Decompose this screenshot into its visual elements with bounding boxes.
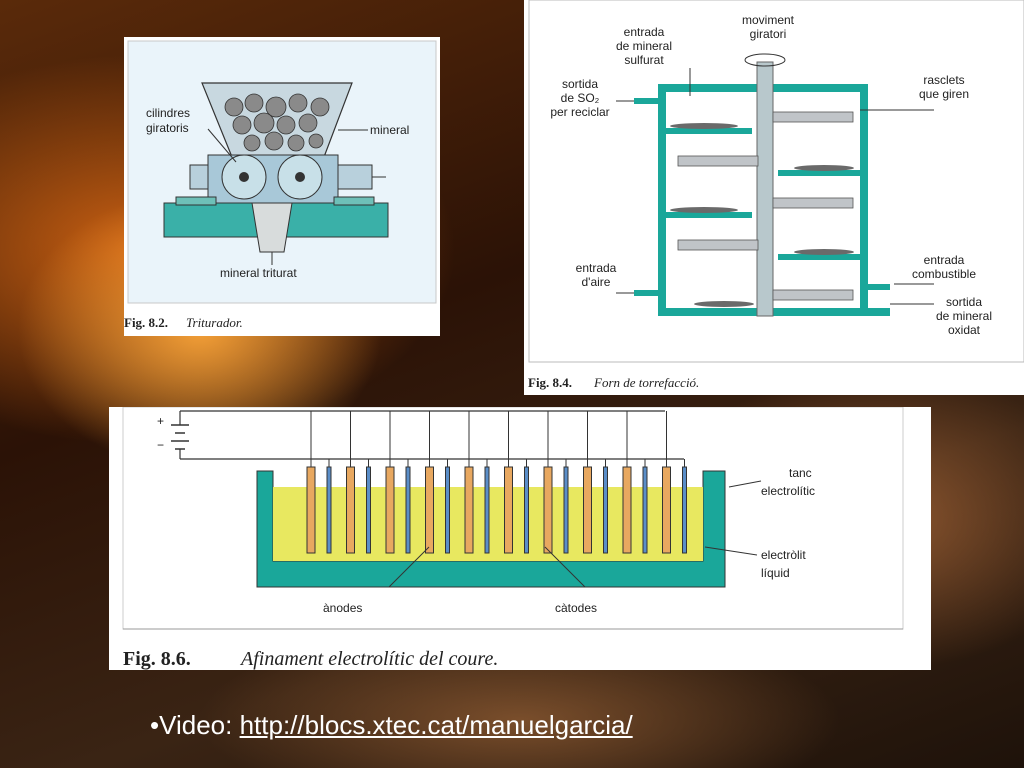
label-sortida-mineral-2: de mineral: [936, 309, 992, 323]
label-cilindres-2: giratoris: [146, 121, 189, 135]
caption-text: Afinament electrolític del coure.: [239, 648, 498, 670]
cathode-plate: [326, 466, 332, 554]
label-rasclets-1: rasclets: [923, 73, 964, 87]
figure-forn-torrefaccio: entrada de mineral sulfurat moviment gir…: [524, 0, 1024, 395]
electrolitic-diagram: + − tanc electrolític electròlit líquid …: [109, 407, 931, 670]
anode-plate: [306, 466, 316, 554]
label-sortida-mineral-1: sortida: [946, 295, 982, 309]
figure-triturador: cilindres giratoris mineral mineral trit…: [124, 37, 440, 336]
label-sortida-mineral-3: oxidat: [948, 323, 981, 337]
video-link[interactable]: http://blocs.xtec.cat/manuelgarcia/: [239, 710, 633, 740]
label-tanc-1: tanc: [789, 466, 812, 480]
label-sortida-so2-2: de SO₂: [561, 91, 600, 105]
caption-text: Triturador.: [186, 315, 243, 330]
label-catodes: càtodes: [555, 601, 597, 615]
label-entrada-mineral-3: sulfurat: [624, 53, 664, 67]
cathode-plate: [682, 466, 687, 554]
label-mineral: mineral: [370, 123, 409, 137]
caption-text: Forn de torrefacció.: [593, 375, 699, 390]
label-plus: +: [157, 414, 164, 428]
label-entrada-mineral-1: entrada: [624, 25, 665, 39]
anode-plate: [504, 466, 513, 554]
forn-diagram: entrada de mineral sulfurat moviment gir…: [524, 0, 1024, 395]
anode-plate: [543, 466, 553, 554]
label-rasclets-2: que giren: [919, 87, 969, 101]
anode-plate: [583, 466, 592, 554]
label-sortida-so2-3: per reciclar: [550, 105, 609, 119]
cathode-plate: [524, 466, 529, 554]
label-moviment-1: moviment: [742, 13, 795, 27]
video-prefix: •Video:: [150, 710, 240, 740]
anode-plate: [464, 466, 474, 554]
triturador-diagram: cilindres giratoris mineral mineral trit…: [124, 37, 440, 336]
caption-number: Fig. 8.6.: [123, 648, 191, 670]
anode-plate: [385, 466, 395, 554]
label-minus: −: [157, 438, 164, 452]
cathode-plate: [366, 466, 371, 554]
label-mineral-triturat: mineral triturat: [220, 266, 297, 280]
label-entrada-mineral-2: de mineral: [616, 39, 672, 53]
anode-plate: [622, 466, 632, 554]
cathode-plate: [405, 466, 411, 554]
cathode-plate: [642, 466, 648, 554]
cathode-plate: [484, 466, 490, 554]
anode-plate: [425, 466, 434, 554]
label-electrolit-1: electròlit: [761, 548, 806, 562]
label-entrada-aire-1: entrada: [576, 261, 617, 275]
figure-afinament-electrolitic: + − tanc electrolític electròlit líquid …: [109, 407, 931, 670]
label-cilindres-1: cilindres: [146, 106, 190, 120]
electrodes: [306, 411, 687, 554]
label-moviment-2: giratori: [750, 27, 787, 41]
label-entrada-combustible-1: entrada: [924, 253, 965, 267]
label-tanc-2: electrolític: [761, 484, 815, 498]
label-entrada-combustible-2: combustible: [912, 267, 976, 281]
video-line: •Video: http://blocs.xtec.cat/manuelgarc…: [150, 710, 633, 741]
cathode-plate: [603, 466, 608, 554]
label-sortida-so2-1: sortida: [562, 77, 598, 91]
cathode-plate: [445, 466, 450, 554]
cathode-plate: [563, 466, 569, 554]
caption-number: Fig. 8.4.: [528, 375, 572, 390]
caption-number: Fig. 8.2.: [124, 315, 168, 330]
label-anodes: ànodes: [323, 601, 362, 615]
anode-plate: [346, 466, 355, 554]
label-electrolit-2: líquid: [761, 566, 790, 580]
anode-plate: [662, 466, 671, 554]
label-entrada-aire-2: d'aire: [582, 275, 611, 289]
